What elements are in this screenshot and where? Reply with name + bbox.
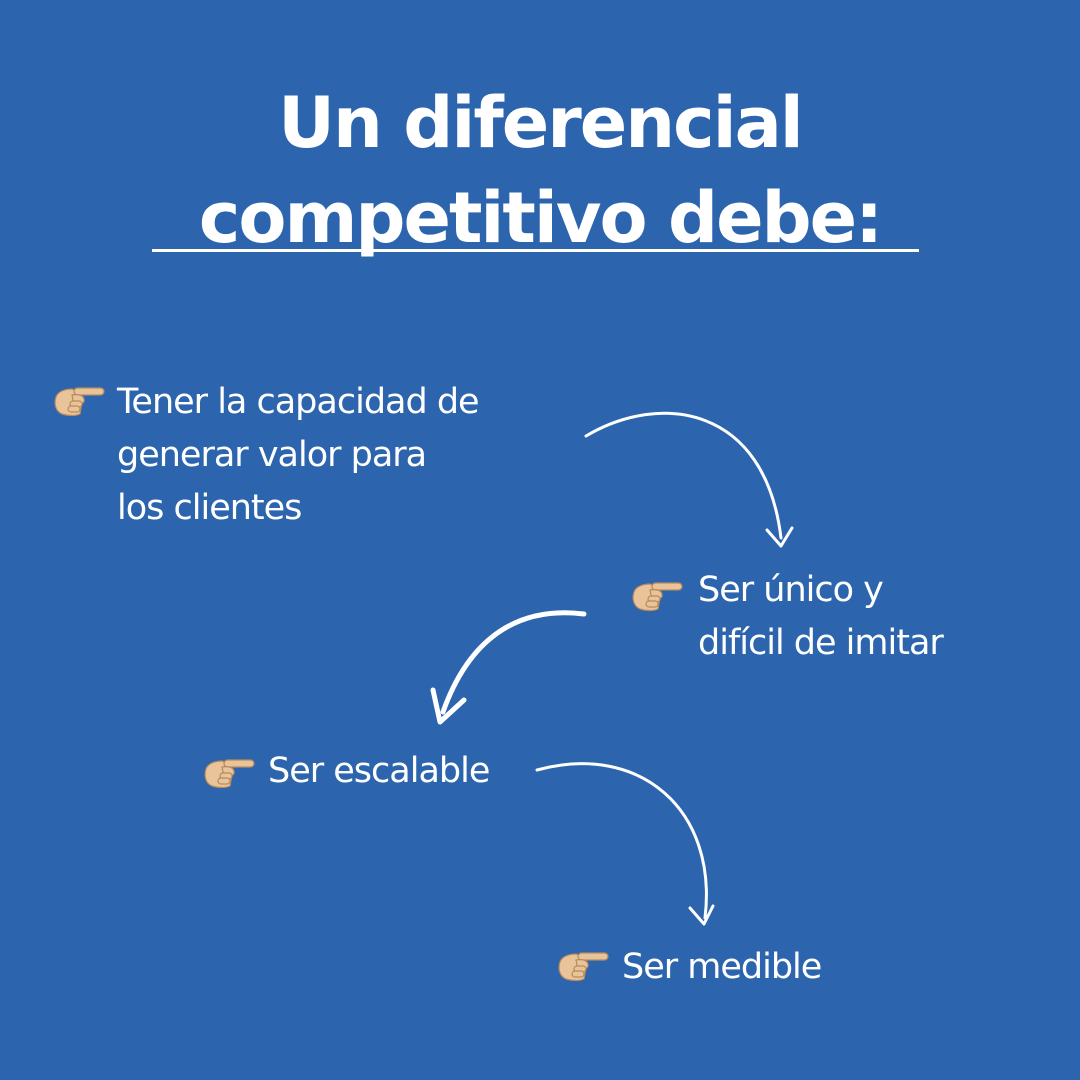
item-1-line-3: los clientes <box>117 488 302 528</box>
title-line-1: Un diferencial <box>278 82 804 164</box>
arrow-2-to-3-head <box>430 687 467 725</box>
title-underline <box>152 249 919 252</box>
item-1-line-2: generar valor para <box>117 435 427 475</box>
pointing-hand-icon <box>54 387 105 417</box>
arrow-1-to-2-head <box>765 526 794 548</box>
item-3-line-1: Ser escalable <box>268 751 490 791</box>
item-1-text: Tener la capacidad de generar valor para… <box>117 376 480 535</box>
item-2-text: Ser único y difícil de imitar <box>698 564 944 670</box>
title-line-2: competitivo debe: <box>198 177 883 259</box>
item-4-line-1: Ser medible <box>622 947 822 987</box>
item-1-line-1: Tener la capacidad de <box>117 382 480 422</box>
pointing-hand-icon <box>204 759 255 789</box>
item-4-text: Ser medible <box>622 941 822 994</box>
arrow-3-to-4-head <box>688 904 715 926</box>
item-3-text: Ser escalable <box>268 745 490 798</box>
pointing-hand-icon <box>558 952 609 982</box>
pointing-hand-icon <box>632 582 683 612</box>
item-2-line-1: Ser único y <box>698 570 884 610</box>
arrow-1-to-2 <box>584 411 783 540</box>
arrow-3-to-4 <box>535 762 708 920</box>
item-2-line-2: difícil de imitar <box>698 623 944 663</box>
arrow-2-to-3 <box>440 610 587 715</box>
